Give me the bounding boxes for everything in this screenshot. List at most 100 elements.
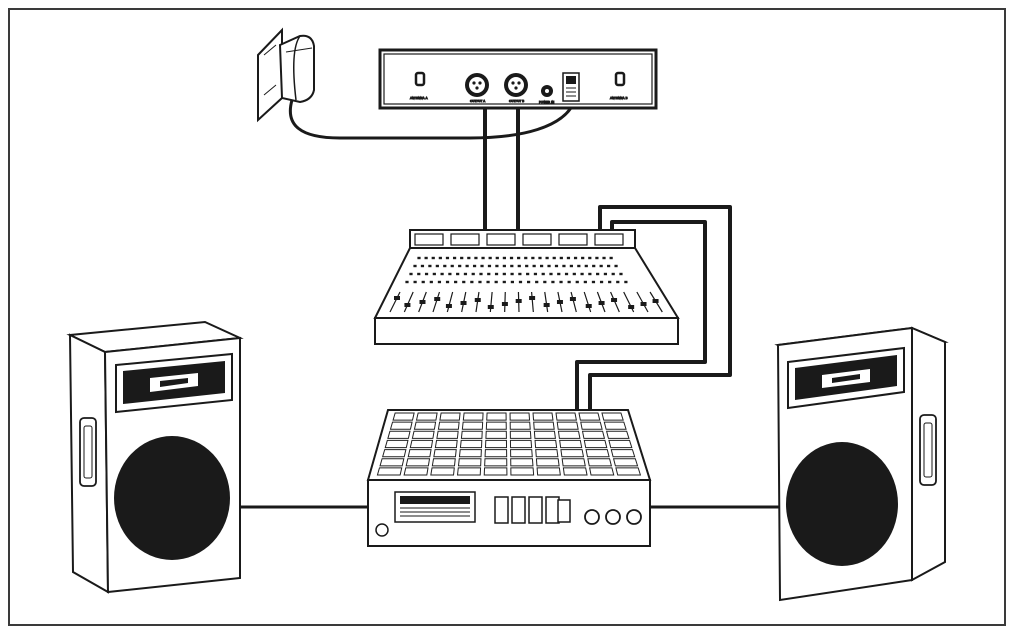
grille-cell	[555, 412, 577, 421]
mixer-knob	[562, 264, 566, 268]
speaker-right-woofer	[786, 442, 898, 566]
grille-cell	[439, 412, 461, 421]
mixer-knob	[603, 272, 608, 276]
grille-cell	[510, 458, 534, 467]
grille-cell	[610, 449, 636, 458]
mixer-knob	[405, 280, 409, 284]
mixer-knob	[462, 280, 466, 284]
grille-cell	[532, 412, 554, 421]
amp-display	[394, 491, 476, 523]
grille-cell	[556, 421, 579, 430]
mixer-knob	[611, 272, 615, 276]
grille-cell	[535, 458, 560, 467]
mixer-knob	[517, 264, 521, 268]
grille-cell	[392, 412, 415, 421]
grille-cell	[603, 421, 627, 430]
mixer-knob	[420, 264, 425, 268]
grille-cell	[462, 412, 484, 421]
mixer-knob	[607, 264, 611, 268]
mixer-knob	[413, 264, 417, 268]
mixing-console	[373, 229, 680, 345]
mixer-knob	[428, 264, 432, 268]
adapter-body	[278, 34, 315, 104]
mixer-knob	[564, 272, 569, 276]
mixer-knob	[596, 272, 600, 276]
fader-slot	[403, 291, 414, 313]
mixer-knob	[510, 272, 514, 276]
mixer-knob	[437, 280, 442, 284]
mixer-knob	[619, 272, 623, 276]
mixer-knob	[595, 256, 599, 260]
mixer-knob	[538, 256, 542, 260]
fader-cap	[628, 305, 635, 309]
amp-power-button	[375, 523, 389, 537]
mixer-knob	[467, 256, 471, 260]
mixer-knob	[456, 272, 460, 276]
mixer-knob	[432, 272, 436, 276]
grille-cell	[436, 430, 459, 439]
grille-cell	[509, 421, 531, 430]
mixer-knob	[525, 264, 529, 268]
grille-cell	[381, 449, 407, 458]
mixer-knob	[502, 280, 506, 284]
grille-cell	[608, 439, 633, 449]
grille-cell	[560, 449, 585, 458]
fader-cap	[515, 299, 522, 303]
mixer-knob	[421, 280, 425, 284]
mixer-knob	[424, 256, 428, 260]
cable-mixer-amp-inner	[575, 220, 707, 412]
fader-cap	[419, 300, 426, 304]
mixer-knob	[569, 264, 573, 268]
grille-cell	[379, 458, 405, 467]
grille-cell	[376, 467, 403, 476]
fader-cap	[585, 304, 592, 308]
receiver-body	[378, 48, 658, 110]
mixer-knob	[445, 256, 450, 260]
mixer-knob	[552, 256, 556, 260]
grille-cell	[405, 458, 431, 467]
mixer-knob	[443, 264, 447, 268]
mixer-knob	[417, 272, 421, 276]
grille-cell	[413, 421, 437, 430]
mixer-knob	[460, 256, 464, 260]
mixer-knob	[431, 256, 435, 260]
mixer-knob	[502, 256, 506, 260]
console-front	[374, 317, 679, 345]
grille-cell	[587, 458, 613, 467]
grille-cell	[605, 430, 630, 439]
cables	[238, 98, 780, 509]
speaker-left	[66, 320, 244, 594]
grille-cell	[612, 458, 639, 467]
mixer-knob	[602, 256, 606, 260]
mixer-knob	[424, 272, 429, 276]
mixer-knob	[547, 264, 551, 268]
cable-mixer-amp-outer	[588, 205, 732, 412]
mixer-knob	[559, 256, 563, 260]
mixer-knob	[494, 272, 499, 276]
mixer-knob	[413, 280, 417, 284]
mixer-knob	[481, 256, 485, 260]
fader-cap	[543, 303, 550, 307]
mixer-knob	[450, 264, 454, 268]
fader-slot	[530, 291, 534, 313]
mixer-knob	[429, 280, 433, 284]
grille-cell	[483, 467, 508, 476]
mixer-knob	[478, 280, 482, 284]
mixer-knob	[452, 256, 457, 260]
mixer-knob	[591, 280, 596, 284]
mixer-knob	[448, 272, 452, 276]
grille-cell	[583, 439, 608, 449]
grille-cell	[387, 430, 411, 439]
grille-cell	[561, 458, 586, 467]
mixer-knob	[471, 272, 475, 276]
grille-cell	[458, 449, 482, 458]
mixer-knob	[486, 280, 490, 284]
grille-cell	[407, 449, 432, 458]
power-switch	[562, 72, 580, 102]
grille-cell	[533, 430, 556, 439]
label-power-in: POWER IN	[539, 100, 554, 104]
grille-cell	[535, 449, 559, 458]
fader-cap	[640, 302, 647, 306]
mixer-knob	[549, 272, 553, 276]
fader-cap	[611, 298, 618, 302]
